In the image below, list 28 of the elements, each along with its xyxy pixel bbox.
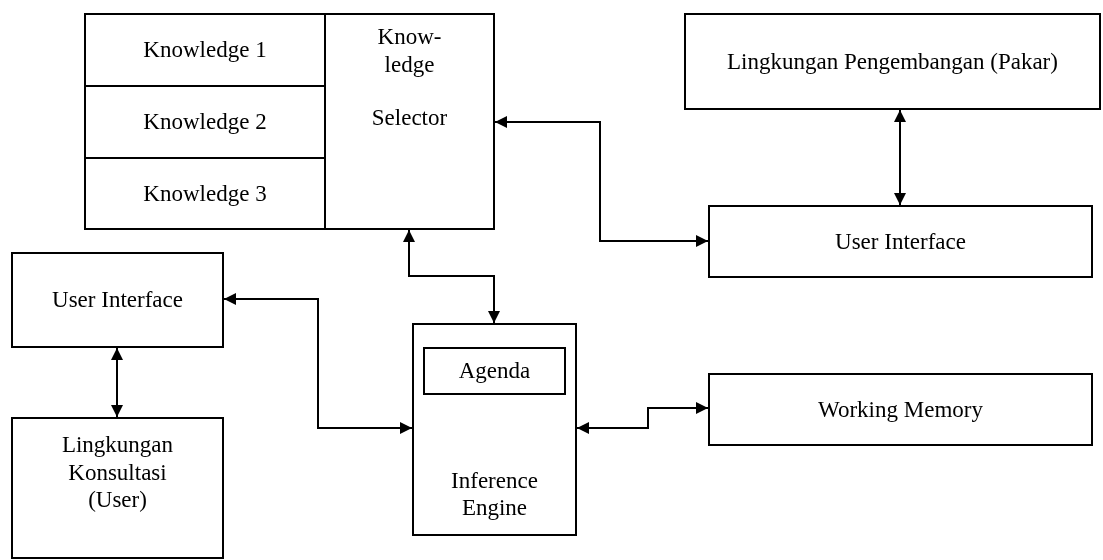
box-label: Knowledge 2 <box>143 108 267 136</box>
arrow <box>223 293 413 434</box>
box-label: Lingkungan Konsultasi (User) <box>60 431 175 514</box>
box-label: User Interface <box>835 227 966 256</box>
box-label: Working Memory <box>818 395 983 424</box>
box-label: Lingkungan Pengembangan (Pakar) <box>727 47 1058 76</box>
process-box <box>684 13 1101 110</box>
box-label: Know- ledge <box>376 23 443 79</box>
box-label: Knowledge 3 <box>143 179 267 208</box>
arrow <box>403 229 500 324</box>
box-label: Agenda <box>458 357 531 385</box>
process-box <box>84 157 326 230</box>
process-box <box>423 347 566 395</box>
box-label: Selector <box>370 104 449 132</box>
process-box <box>11 417 224 559</box>
arrow <box>111 347 123 418</box>
box-label: Knowledge 1 <box>143 36 267 64</box>
process-box <box>11 252 224 348</box>
process-box <box>324 13 495 230</box>
process-box <box>412 323 577 536</box>
process-box <box>708 205 1093 278</box>
arrow <box>894 109 906 206</box>
process-box <box>84 13 326 87</box>
box-label: Inference Engine <box>450 466 539 522</box>
box-label: User Interface <box>52 286 183 314</box>
process-box <box>708 373 1093 446</box>
arrow <box>576 402 709 434</box>
arrow <box>494 116 709 247</box>
